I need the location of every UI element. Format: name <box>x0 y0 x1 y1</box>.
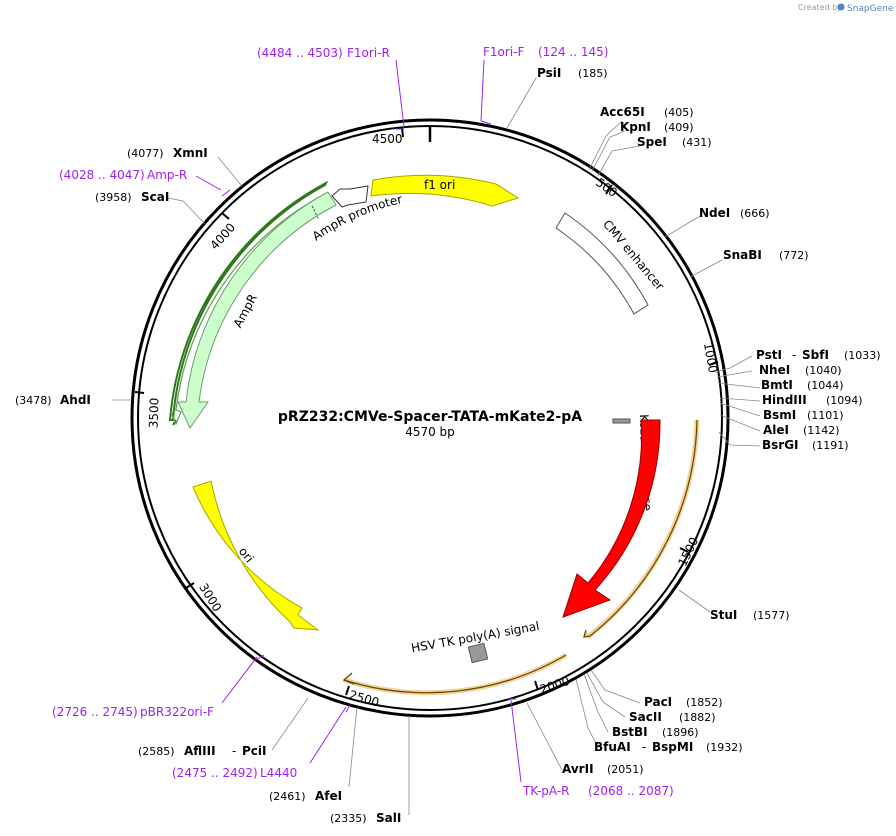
tick-2000 <box>534 680 539 691</box>
site-scai-pos: (3958) <box>95 191 132 204</box>
primer-leader-lines <box>195 59 522 783</box>
site-bfuai-dash: - <box>642 740 646 754</box>
tick-3500 <box>134 391 145 394</box>
site-kpni-name: KpnI <box>620 120 651 134</box>
primer-labels: (4484 .. 4503) F1ori-R F1ori-F (124 .. 1… <box>52 45 674 798</box>
snapgene-logo-icon <box>837 3 845 11</box>
tick-label-4500: 4500 <box>372 132 403 146</box>
site-afliii-name: AflIII <box>184 744 216 758</box>
site-ndei-pos: (666) <box>740 207 770 220</box>
tick-2500 <box>345 685 350 696</box>
site-stui-name: StuI <box>710 608 737 622</box>
site-stui-pos: (1577) <box>753 609 790 622</box>
site-scai-name: ScaI <box>141 190 169 204</box>
site-bstbi-name: BstBI <box>612 725 648 739</box>
site-afei-name: AfeI <box>315 789 342 803</box>
site-leader-lines <box>112 77 761 815</box>
site-paci-name: PacI <box>644 695 672 709</box>
tick-1500 <box>679 547 689 553</box>
site-afliii-pos: (2585) <box>138 745 175 758</box>
tick-4000 <box>221 212 230 220</box>
primer-tk-pa-r-range: (2068 .. 2087) <box>588 784 674 798</box>
site-bsrgi-pos: (1191) <box>812 439 849 452</box>
primer-f1ori-f-range: (124 .. 145) <box>538 45 608 59</box>
feature-tagrfp[interactable]: TagRFP <box>562 419 700 639</box>
site-psti-pos: (1033) <box>844 349 881 362</box>
feature-ampr[interactable]: AmpR <box>168 180 337 430</box>
site-xmni-pos: (4077) <box>127 147 164 160</box>
site-bfuai-pos: (1932) <box>706 741 743 754</box>
site-hindiii-name: HindIII <box>762 393 807 407</box>
site-psti-name: PstI <box>756 348 782 362</box>
site-psii-pos: (185) <box>578 67 608 80</box>
primer-l4440-range: (2475 .. 2492) <box>172 766 258 780</box>
site-bmti-pos: (1044) <box>807 379 844 392</box>
site-bmti-name: BmtI <box>761 378 793 392</box>
plasmid-length: 4570 bp <box>405 425 455 439</box>
feature-hsv-tk-polya[interactable]: HSV TK poly(A) signal <box>342 619 568 696</box>
primer-pbr322ori-f-range: (2726 .. 2745) <box>52 705 138 719</box>
site-bspmi-name: BspMI <box>652 740 693 754</box>
restriction-site-labels: PsiI (185) Acc65I (405) KpnI (409) SpeI … <box>15 66 881 825</box>
site-afliii-dash: - <box>232 744 236 758</box>
site-xmni-name: XmnI <box>173 146 208 160</box>
feature-ori[interactable]: ori <box>192 480 320 631</box>
feature-cmv-enhancer[interactable]: CMV enhancer <box>555 212 667 315</box>
feature-f1-ori[interactable]: f1 ori <box>370 174 520 207</box>
site-acc65i-name: Acc65I <box>600 105 645 119</box>
tick-3000 <box>185 582 195 589</box>
site-sbfi-name: SbfI <box>802 348 829 362</box>
site-ndei-name: NdeI <box>699 206 730 220</box>
feature-label-ori: ori <box>236 544 257 565</box>
site-spei-pos: (431) <box>682 136 712 149</box>
tick-500 <box>605 184 613 195</box>
tick-label-3500: 3500 <box>147 397 162 428</box>
plasmid-name: pRZ232:CMVe-Spacer-TATA-mKate2-pA <box>278 409 582 425</box>
tick-label-1000: 1000 <box>701 342 720 375</box>
site-snabi-pos: (772) <box>779 249 809 262</box>
site-sali-pos: (2335) <box>330 812 367 825</box>
site-bsmi-pos: (1101) <box>807 409 844 422</box>
site-paci-pos: (1852) <box>686 696 723 709</box>
site-psii-name: PsiI <box>537 66 561 80</box>
site-ahdi-pos: (3478) <box>15 394 52 407</box>
tick-label-2000: 2000 <box>538 674 571 697</box>
site-sacii-pos: (1882) <box>679 711 716 724</box>
credit-prefix: Created by <box>798 3 842 12</box>
primer-pbr322ori-f-name: pBR322ori-F <box>140 705 214 719</box>
feature-label-f1-ori: f1 ori <box>424 178 455 192</box>
site-spei-name: SpeI <box>637 135 667 149</box>
site-hindiii-pos: (1094) <box>826 394 863 407</box>
site-alei-name: AleI <box>763 423 789 437</box>
tick-marks <box>134 127 719 696</box>
primer-l4440-name: L4440 <box>260 766 297 780</box>
site-avrii-name: AvrII <box>562 762 594 776</box>
primer-amp-r-range: (4028 .. 4047) <box>59 168 145 182</box>
primer-f1ori-r-range: (4484 .. 4503) <box>257 46 343 60</box>
site-sacii-name: SacII <box>629 710 662 724</box>
site-ahdi-name: AhdI <box>60 393 91 407</box>
primer-tk-pa-r-name: TK-pA-R <box>522 784 570 798</box>
site-bsrgi-name: BsrGI <box>762 438 799 452</box>
primer-f1ori-f-name: F1ori-F <box>483 45 524 59</box>
site-pcii-name: PciI <box>242 744 267 758</box>
site-sali-name: SalI <box>376 811 401 825</box>
site-avrii-pos: (2051) <box>607 763 644 776</box>
site-kpni-pos: (409) <box>664 121 694 134</box>
primer-f1ori-r-name: F1ori-R <box>347 46 390 60</box>
site-acc65i-pos: (405) <box>664 106 694 119</box>
site-alei-pos: (1142) <box>803 424 840 437</box>
site-nhei-pos: (1040) <box>805 364 842 377</box>
tick-1000 <box>708 361 719 366</box>
credit-brand: SnapGene <box>847 4 894 14</box>
primer-amp-r-name: Amp-R <box>147 168 187 182</box>
site-psti-dash: - <box>792 348 796 362</box>
site-bstbi-pos: (1896) <box>662 726 699 739</box>
site-bfuai-name: BfuAI <box>594 740 631 754</box>
site-snabi-name: SnaBI <box>723 248 762 262</box>
site-afei-pos: (2461) <box>269 790 306 803</box>
site-bsmi-name: BsmI <box>763 408 796 422</box>
site-nhei-name: NheI <box>759 363 790 377</box>
